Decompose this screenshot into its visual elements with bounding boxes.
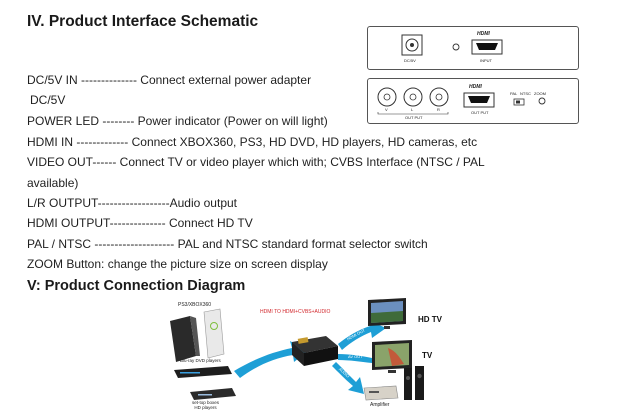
arrow-audio	[332, 362, 364, 394]
desc-line: POWER LED -------- Power indicator (Powe…	[27, 114, 328, 128]
output-label: OUT PUT	[405, 115, 423, 120]
desc-line: HDMI OUTPUT-------------- Connect HD TV	[27, 216, 253, 230]
output-panel-drawing	[377, 87, 546, 115]
desc-line: available)	[27, 176, 79, 190]
jack-label-v: V	[385, 107, 388, 112]
input-panel-drawing	[401, 34, 503, 56]
pal-label: PAL	[510, 91, 518, 96]
input-panel-schematic: DC/5V HDMI INPUT	[367, 26, 579, 70]
arrow-av-out-label: AV OUT	[348, 354, 363, 359]
tv-icon	[372, 340, 412, 373]
desc-line: DC/5V	[30, 93, 66, 107]
desc-line: L/R OUTPUT------------------Audio output	[27, 196, 237, 210]
ps3-console-icon	[170, 316, 200, 362]
input-label: INPUT	[480, 58, 492, 63]
dc-label: DC/5V	[404, 58, 416, 63]
tv-label: TV	[422, 351, 433, 360]
hdmi-output-label: OUT PUT	[471, 110, 489, 115]
output-panel-schematic: V L R OUT PUT HDMI OUT PUT PAL NTSC ZOOM	[367, 78, 579, 124]
ntsc-label: NTSC	[520, 91, 531, 96]
desc-line: ZOOM Button: change the picture size on …	[27, 257, 328, 271]
source-label: PS3/XBOX360	[178, 302, 212, 308]
hdtv-label: HD TV	[418, 315, 442, 324]
jack-label-l: L	[411, 107, 414, 112]
connection-diagram-drawing	[170, 298, 424, 401]
converter-box-icon	[292, 336, 338, 366]
arrow-hdmi-out	[338, 320, 386, 350]
jack-label-r: R	[437, 107, 440, 112]
converter-label: HDMI TO HDMI+CVBS+AUDIO	[260, 309, 331, 315]
desc-line: PAL / NTSC -------------------- PAL and …	[27, 237, 428, 251]
section-heading-connection: V: Product Connection Diagram	[27, 278, 246, 294]
hdtv-icon	[368, 298, 406, 329]
desc-line: VIDEO OUT------ Connect TV or video play…	[27, 155, 485, 169]
hdmi-logo: HDMI	[477, 31, 490, 37]
zoom-label: ZOOM	[534, 91, 546, 96]
settop-box-icon	[190, 388, 236, 400]
desc-line: HDMI IN ------------- Connect XBOX360, P…	[27, 135, 478, 149]
bluray-player-icon	[174, 366, 232, 378]
bluray-label: Blu-ray DVD players	[180, 358, 221, 363]
desc-line: DC/5V IN -------------- Connect external…	[27, 73, 312, 87]
amplifier-label: Amplifier	[370, 402, 390, 408]
section-heading-interface: IV. Product Interface Schematic	[27, 13, 259, 30]
xbox-console-icon	[203, 308, 225, 359]
hdmi-out-logo: HDMI	[469, 84, 482, 90]
connection-diagram: PS3/XBOX360 Blu-ray DVD players set-top …	[160, 296, 470, 415]
arrow-hdmi-in	[234, 341, 308, 378]
settop-label: set-top boxes HD players	[192, 400, 220, 410]
amplifier-icon	[363, 366, 424, 401]
